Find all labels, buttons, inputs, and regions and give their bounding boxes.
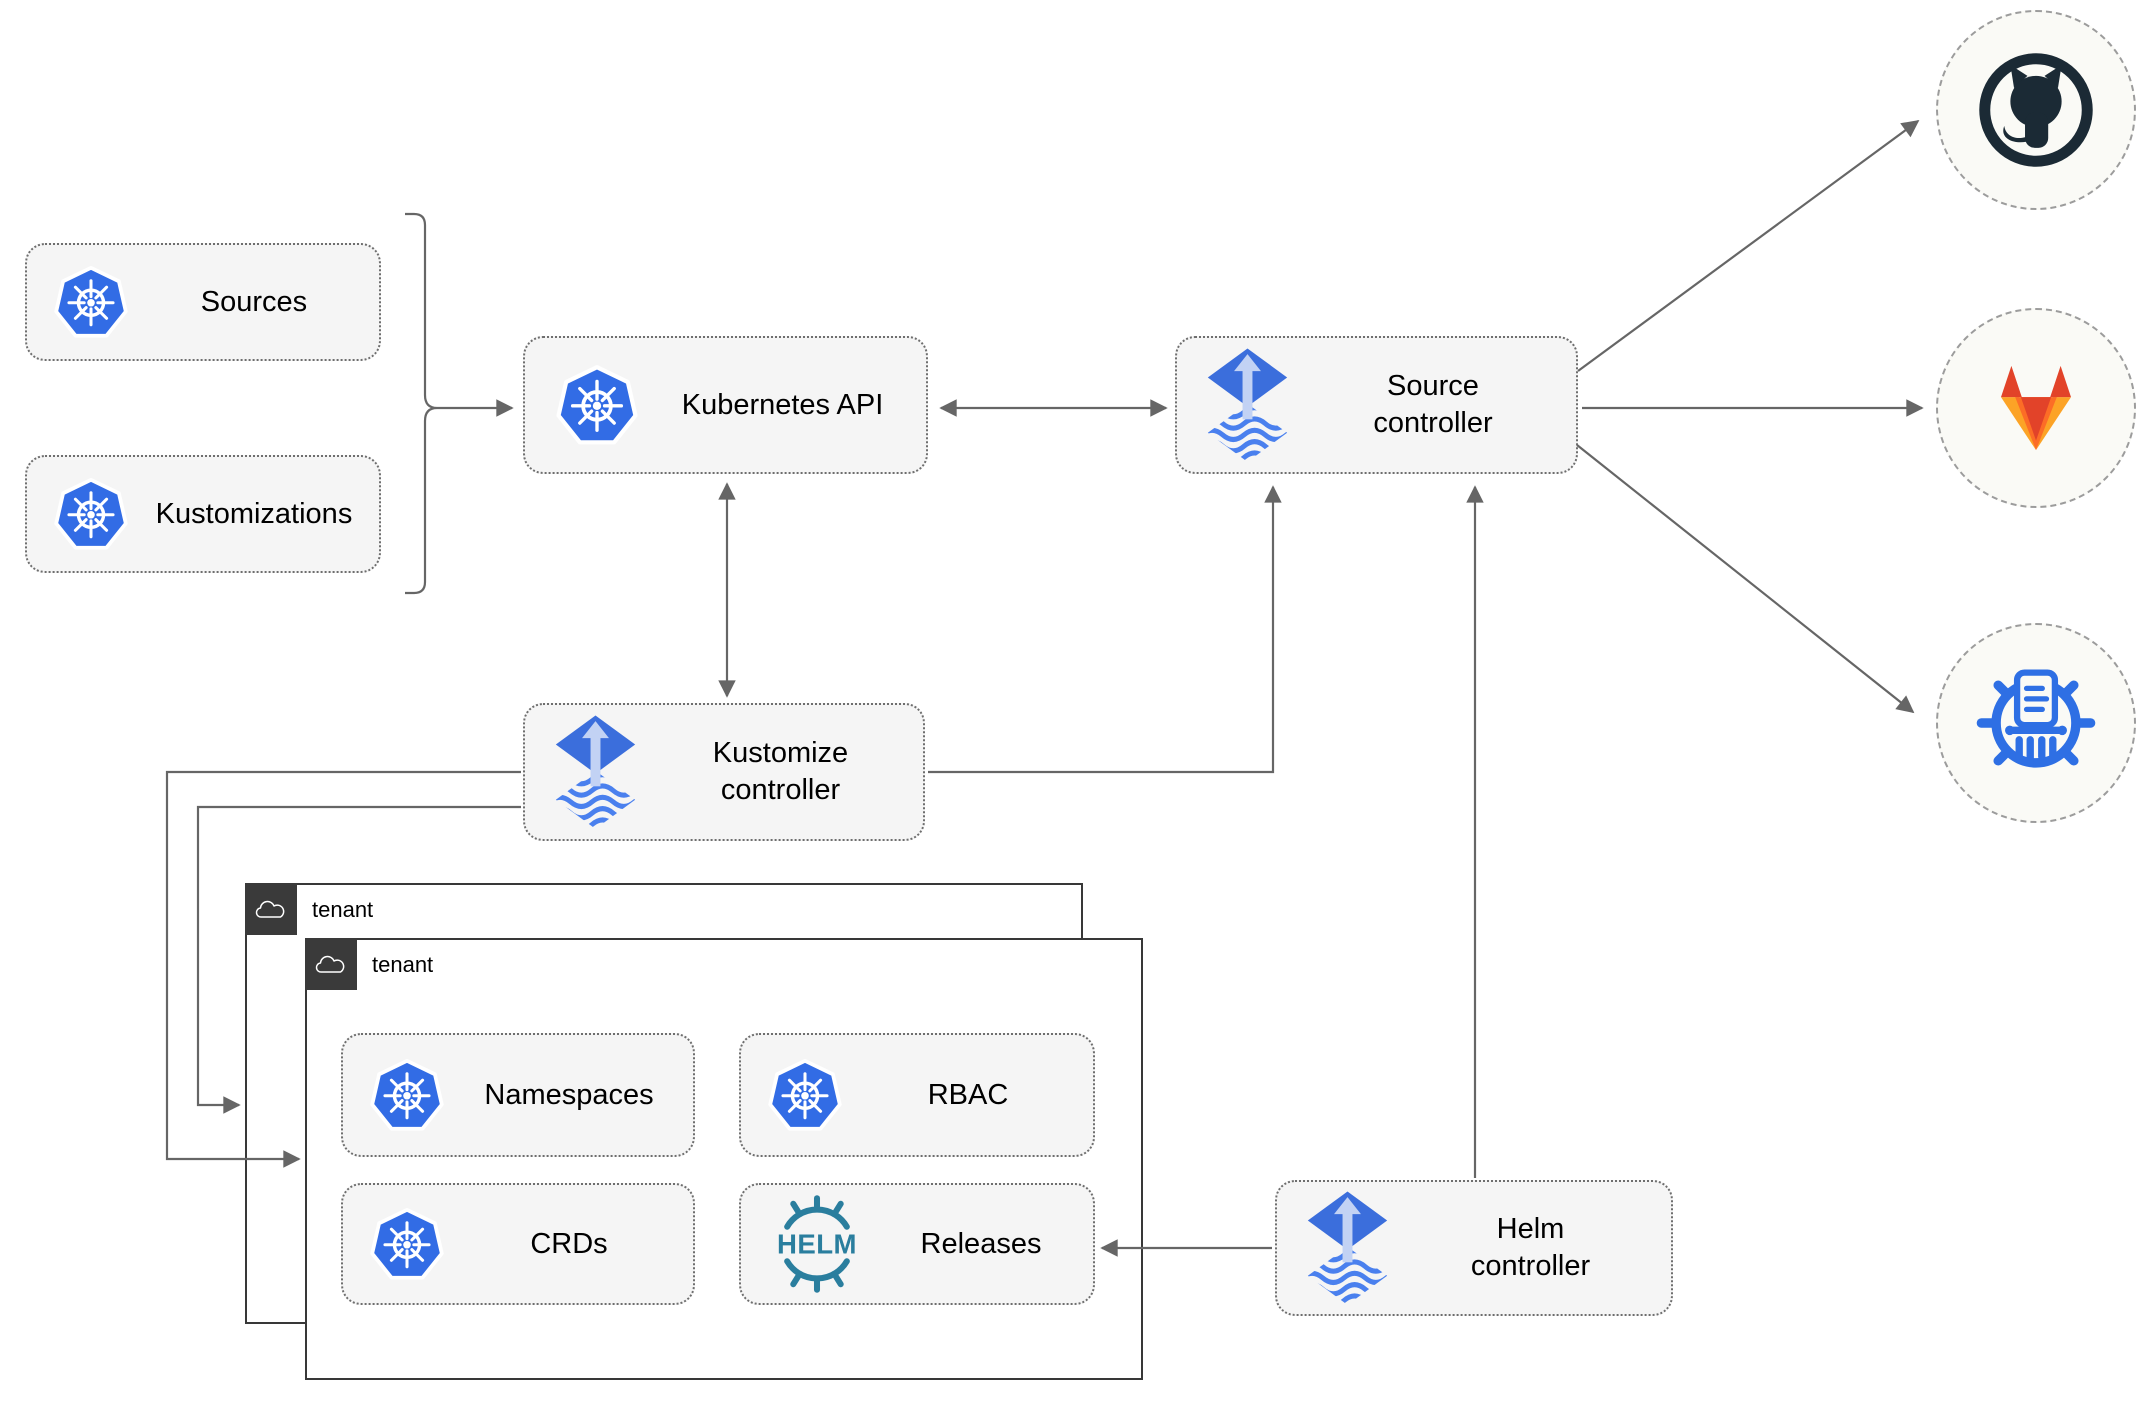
cloud-icon: [255, 898, 287, 921]
flux-icon: [1205, 347, 1290, 464]
node-namespaces: Namespaces: [341, 1033, 695, 1157]
node-kustomize-controller: Kustomize controller: [523, 703, 925, 841]
node-label: Kubernetes API: [681, 388, 884, 421]
edge-bracket: [405, 212, 438, 595]
flux-icon: [553, 714, 638, 831]
node-sources: Sources: [25, 243, 381, 361]
node-helm-controller: Helm controller: [1275, 1180, 1673, 1316]
node-label: RBAC: [927, 1078, 1009, 1111]
endpoint-helm-repository: [1936, 623, 2136, 823]
helm-repository-icon: [1976, 669, 2096, 768]
node-label: Releases: [920, 1227, 1042, 1260]
tenant-inner-corner: [305, 938, 357, 990]
kubernetes-icon: [53, 476, 129, 552]
flux-icon: [1305, 1190, 1390, 1307]
gitlab-icon: [2000, 365, 2072, 451]
node-label: Source controller: [1373, 370, 1493, 439]
edge-source-to-helm-repository: [1576, 444, 1915, 714]
kubernetes-icon: [767, 1057, 843, 1133]
node-crds: CRDs: [341, 1183, 695, 1305]
edge-kustomize-to-source: [928, 485, 1282, 774]
node-kustomizations: Kustomizations: [25, 455, 381, 573]
tenant-inner-box: [305, 938, 1143, 1380]
endpoint-gitlab: [1936, 308, 2136, 508]
tenant-outer-corner: [245, 883, 297, 935]
edge-source-to-github: [1577, 119, 1920, 372]
github-icon: [1979, 53, 2093, 167]
node-label: Namespaces: [484, 1078, 654, 1111]
node-source-controller: Source controller: [1175, 336, 1578, 474]
node-kubernetes-api: Kubernetes API: [523, 336, 928, 474]
helm-logo-text: HELM: [777, 1228, 857, 1259]
node-label: CRDs: [530, 1227, 608, 1260]
cloud-icon: [315, 953, 347, 976]
tenant-outer-label: tenant: [312, 897, 374, 922]
kubernetes-icon: [53, 264, 129, 340]
node-label: Kustomizations: [155, 497, 353, 530]
node-label: Kustomize controller: [712, 737, 849, 806]
node-releases: HELM Releases: [739, 1183, 1095, 1305]
kubernetes-icon: [369, 1206, 445, 1282]
helm-icon: HELM: [775, 1195, 859, 1293]
tenant-inner-label: tenant: [372, 952, 434, 977]
node-rbac: RBAC: [739, 1033, 1095, 1157]
kubernetes-icon: [555, 363, 639, 447]
node-label: Sources: [200, 285, 308, 318]
node-label: Helm controller: [1470, 1213, 1591, 1282]
kubernetes-icon: [369, 1057, 445, 1133]
endpoint-github: [1936, 10, 2136, 210]
